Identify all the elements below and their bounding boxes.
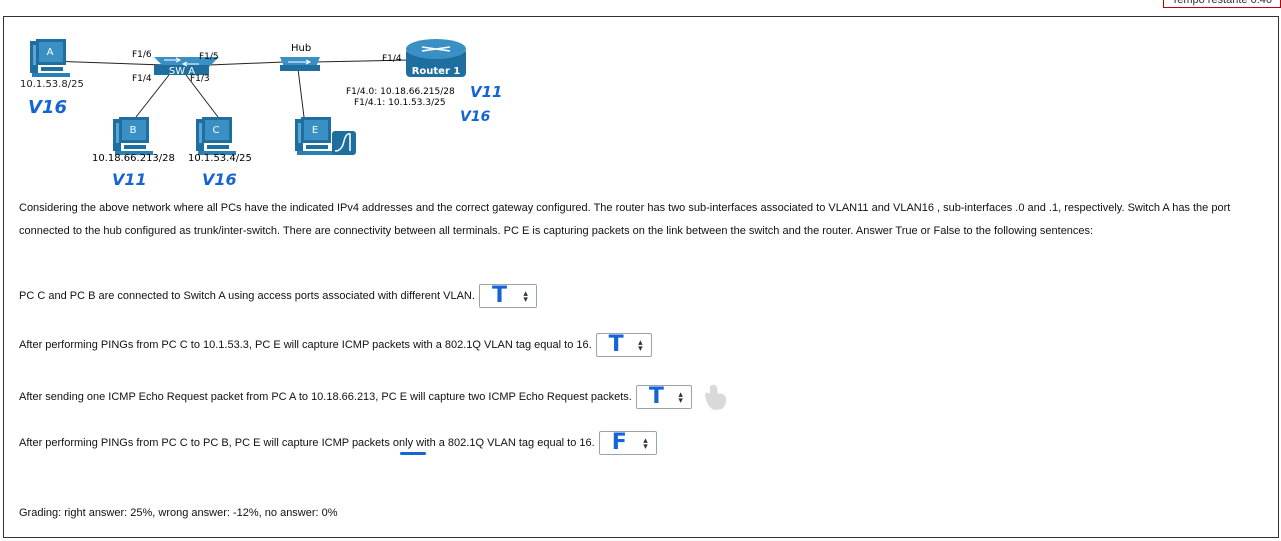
pc-b-icon	[113, 117, 153, 155]
answer-select-1[interactable]: T ▴▾	[478, 283, 537, 308]
answer-select-2[interactable]: T ▴▾	[595, 332, 652, 357]
hand-cursor-icon	[704, 384, 727, 410]
router-icon	[406, 39, 466, 77]
grading-info: Grading: right answer: 25%, wrong answer…	[19, 507, 338, 519]
port-f14-switch: F1/4	[132, 74, 152, 84]
updown-arrow-icon: ▴▾	[643, 435, 648, 451]
router-sub1: F1/4.1: 10.1.53.3/25	[354, 98, 446, 108]
question-4-text: After performing PINGs from PC C to PC B…	[19, 437, 595, 449]
question-intro: Considering the above network where all …	[19, 202, 1231, 237]
pc-b-note: V11	[112, 170, 147, 189]
switch-label: SW A	[169, 66, 195, 77]
answer-select-2-value: T	[608, 332, 624, 357]
question-3-text: After sending one ICMP Echo Request pack…	[19, 391, 632, 403]
router-note-v16: V16	[460, 109, 491, 125]
shark-fin-icon	[332, 131, 356, 155]
question-1-text: PC C and PC B are connected to Switch A …	[19, 290, 475, 302]
question-1: PC C and PC B are connected to Switch A …	[19, 283, 537, 308]
question-panel: A 10.1.53.8/25 V16 SW A F1/6 F1/5 F1/4 F…	[3, 16, 1279, 538]
answer-select-3-value: T	[648, 384, 664, 409]
question-2: After performing PINGs from PC C to 10.1…	[19, 332, 652, 357]
question-3: After sending one ICMP Echo Request pack…	[19, 382, 732, 412]
pc-a-icon	[30, 39, 70, 77]
pc-a-label: A	[47, 47, 54, 58]
pc-c-icon	[196, 117, 236, 155]
updown-arrow-icon: ▴▾	[638, 337, 643, 353]
answer-select-4-value: F	[611, 430, 627, 455]
answer-select-1-value: T	[491, 283, 507, 308]
updown-arrow-icon: ▴▾	[523, 288, 528, 304]
updown-arrow-icon: ▴▾	[678, 389, 683, 405]
pc-e-label: E	[312, 125, 318, 136]
port-f16: F1/6	[132, 50, 152, 60]
port-f15: F1/5	[199, 52, 219, 62]
pc-b-ip: 10.18.66.213/28	[92, 153, 175, 164]
switch-icon	[154, 57, 219, 75]
router-sub0: F1/4.0: 10.18.66.215/28	[346, 87, 455, 97]
pc-e-icon	[295, 117, 335, 155]
port-f14-router: F1/4	[382, 54, 402, 64]
hub-label: Hub	[291, 43, 311, 54]
pc-b-label: B	[130, 125, 137, 136]
pc-a-note: V16	[28, 97, 67, 118]
router-note-v11: V11	[470, 83, 502, 101]
answer-select-3[interactable]: T ▴▾	[635, 384, 692, 409]
pc-a-ip: 10.1.53.8/25	[20, 79, 84, 90]
hub-icon	[280, 57, 320, 71]
time-remaining: Tempo restante 0:46	[1162, 0, 1281, 8]
ink-underline-only	[400, 452, 426, 455]
question-4: After performing PINGs from PC C to PC B…	[19, 430, 657, 455]
port-f13: F1/3	[190, 74, 210, 84]
network-diagram: A 10.1.53.8/25 V16 SW A F1/6 F1/5 F1/4 F…	[20, 39, 502, 189]
pc-c-note: V16	[202, 170, 237, 189]
answer-select-4[interactable]: F ▴▾	[598, 430, 657, 455]
router-label: Router 1	[412, 66, 461, 77]
pc-c-ip: 10.1.53.4/25	[188, 153, 252, 164]
question-2-text: After performing PINGs from PC C to 10.1…	[19, 339, 592, 351]
pc-c-label: C	[213, 125, 220, 136]
